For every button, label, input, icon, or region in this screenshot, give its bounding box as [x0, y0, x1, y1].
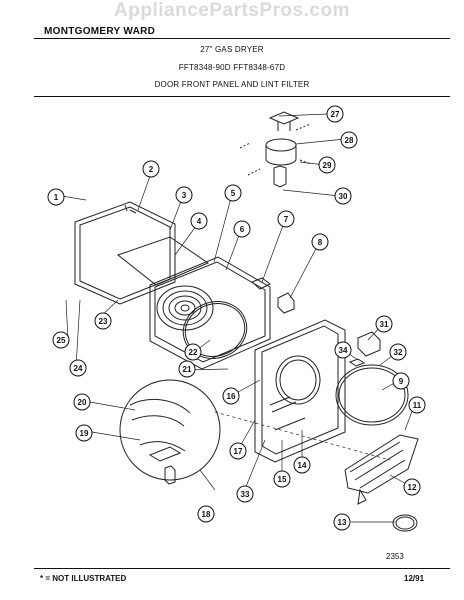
latch-part	[277, 292, 295, 314]
svg-text:19: 19	[80, 429, 89, 438]
diagram-code: 2353	[386, 552, 404, 561]
svg-text:8: 8	[318, 238, 323, 247]
svg-text:22: 22	[189, 348, 198, 357]
header-rule-top	[34, 38, 450, 39]
front-panel	[254, 319, 346, 463]
outer-door-panel	[149, 256, 271, 370]
svg-text:13: 13	[338, 518, 347, 527]
detail-magnifier	[119, 379, 221, 481]
svg-text:9: 9	[399, 377, 404, 386]
footer-note: * = NOT ILLUSTRATED	[40, 574, 127, 583]
svg-text:21: 21	[183, 365, 192, 374]
title-line-2: FFT8348-90D FFT8348-67D	[178, 63, 286, 72]
lower-bracket	[344, 434, 419, 505]
lint-filter-assembly	[239, 111, 311, 188]
svg-text:17: 17	[234, 447, 243, 456]
footer-date: 12/91	[404, 574, 425, 583]
watermark: AppliancePartsPros.com	[114, 0, 350, 21]
svg-text:27: 27	[331, 110, 340, 119]
title-line-1: 27" GAS DRYER	[200, 45, 264, 54]
callout-bubbles: 1 2 3 4 5 6 7 8 9 11 12 13 14 15 16 17 1…	[47, 105, 426, 531]
drum-seal	[335, 364, 409, 426]
svg-text:7: 7	[284, 215, 289, 224]
foot-ring	[392, 514, 418, 532]
svg-text:23: 23	[99, 317, 108, 326]
svg-text:30: 30	[339, 192, 348, 201]
svg-text:29: 29	[323, 161, 332, 170]
svg-text:32: 32	[394, 348, 403, 357]
svg-text:33: 33	[241, 490, 250, 499]
svg-text:4: 4	[197, 217, 202, 226]
leader-lines	[61, 113, 415, 523]
brand-label: MONTGOMERY WARD	[44, 26, 156, 37]
svg-text:1: 1	[54, 193, 59, 202]
svg-text:2: 2	[149, 165, 154, 174]
svg-text:31: 31	[380, 320, 389, 329]
svg-text:34: 34	[339, 346, 348, 355]
title-line-3: DOOR FRONT PANEL AND LINT FILTER	[154, 80, 310, 89]
switch-part	[357, 331, 381, 357]
window-ring	[182, 301, 248, 359]
door-seal	[116, 236, 210, 286]
svg-text:14: 14	[298, 461, 307, 470]
svg-text:16: 16	[227, 392, 236, 401]
hinge-part	[251, 277, 271, 290]
svg-text:12: 12	[408, 483, 417, 492]
footer-rule	[34, 568, 450, 569]
svg-text:24: 24	[74, 364, 83, 373]
svg-text:5: 5	[231, 189, 236, 198]
svg-text:11: 11	[413, 401, 422, 410]
svg-text:25: 25	[57, 336, 66, 345]
svg-text:6: 6	[240, 225, 245, 234]
svg-text:20: 20	[78, 398, 87, 407]
svg-text:15: 15	[278, 475, 287, 484]
svg-text:3: 3	[182, 191, 187, 200]
svg-text:18: 18	[202, 510, 211, 519]
svg-text:28: 28	[345, 136, 354, 145]
header-rule-bottom	[34, 96, 450, 97]
